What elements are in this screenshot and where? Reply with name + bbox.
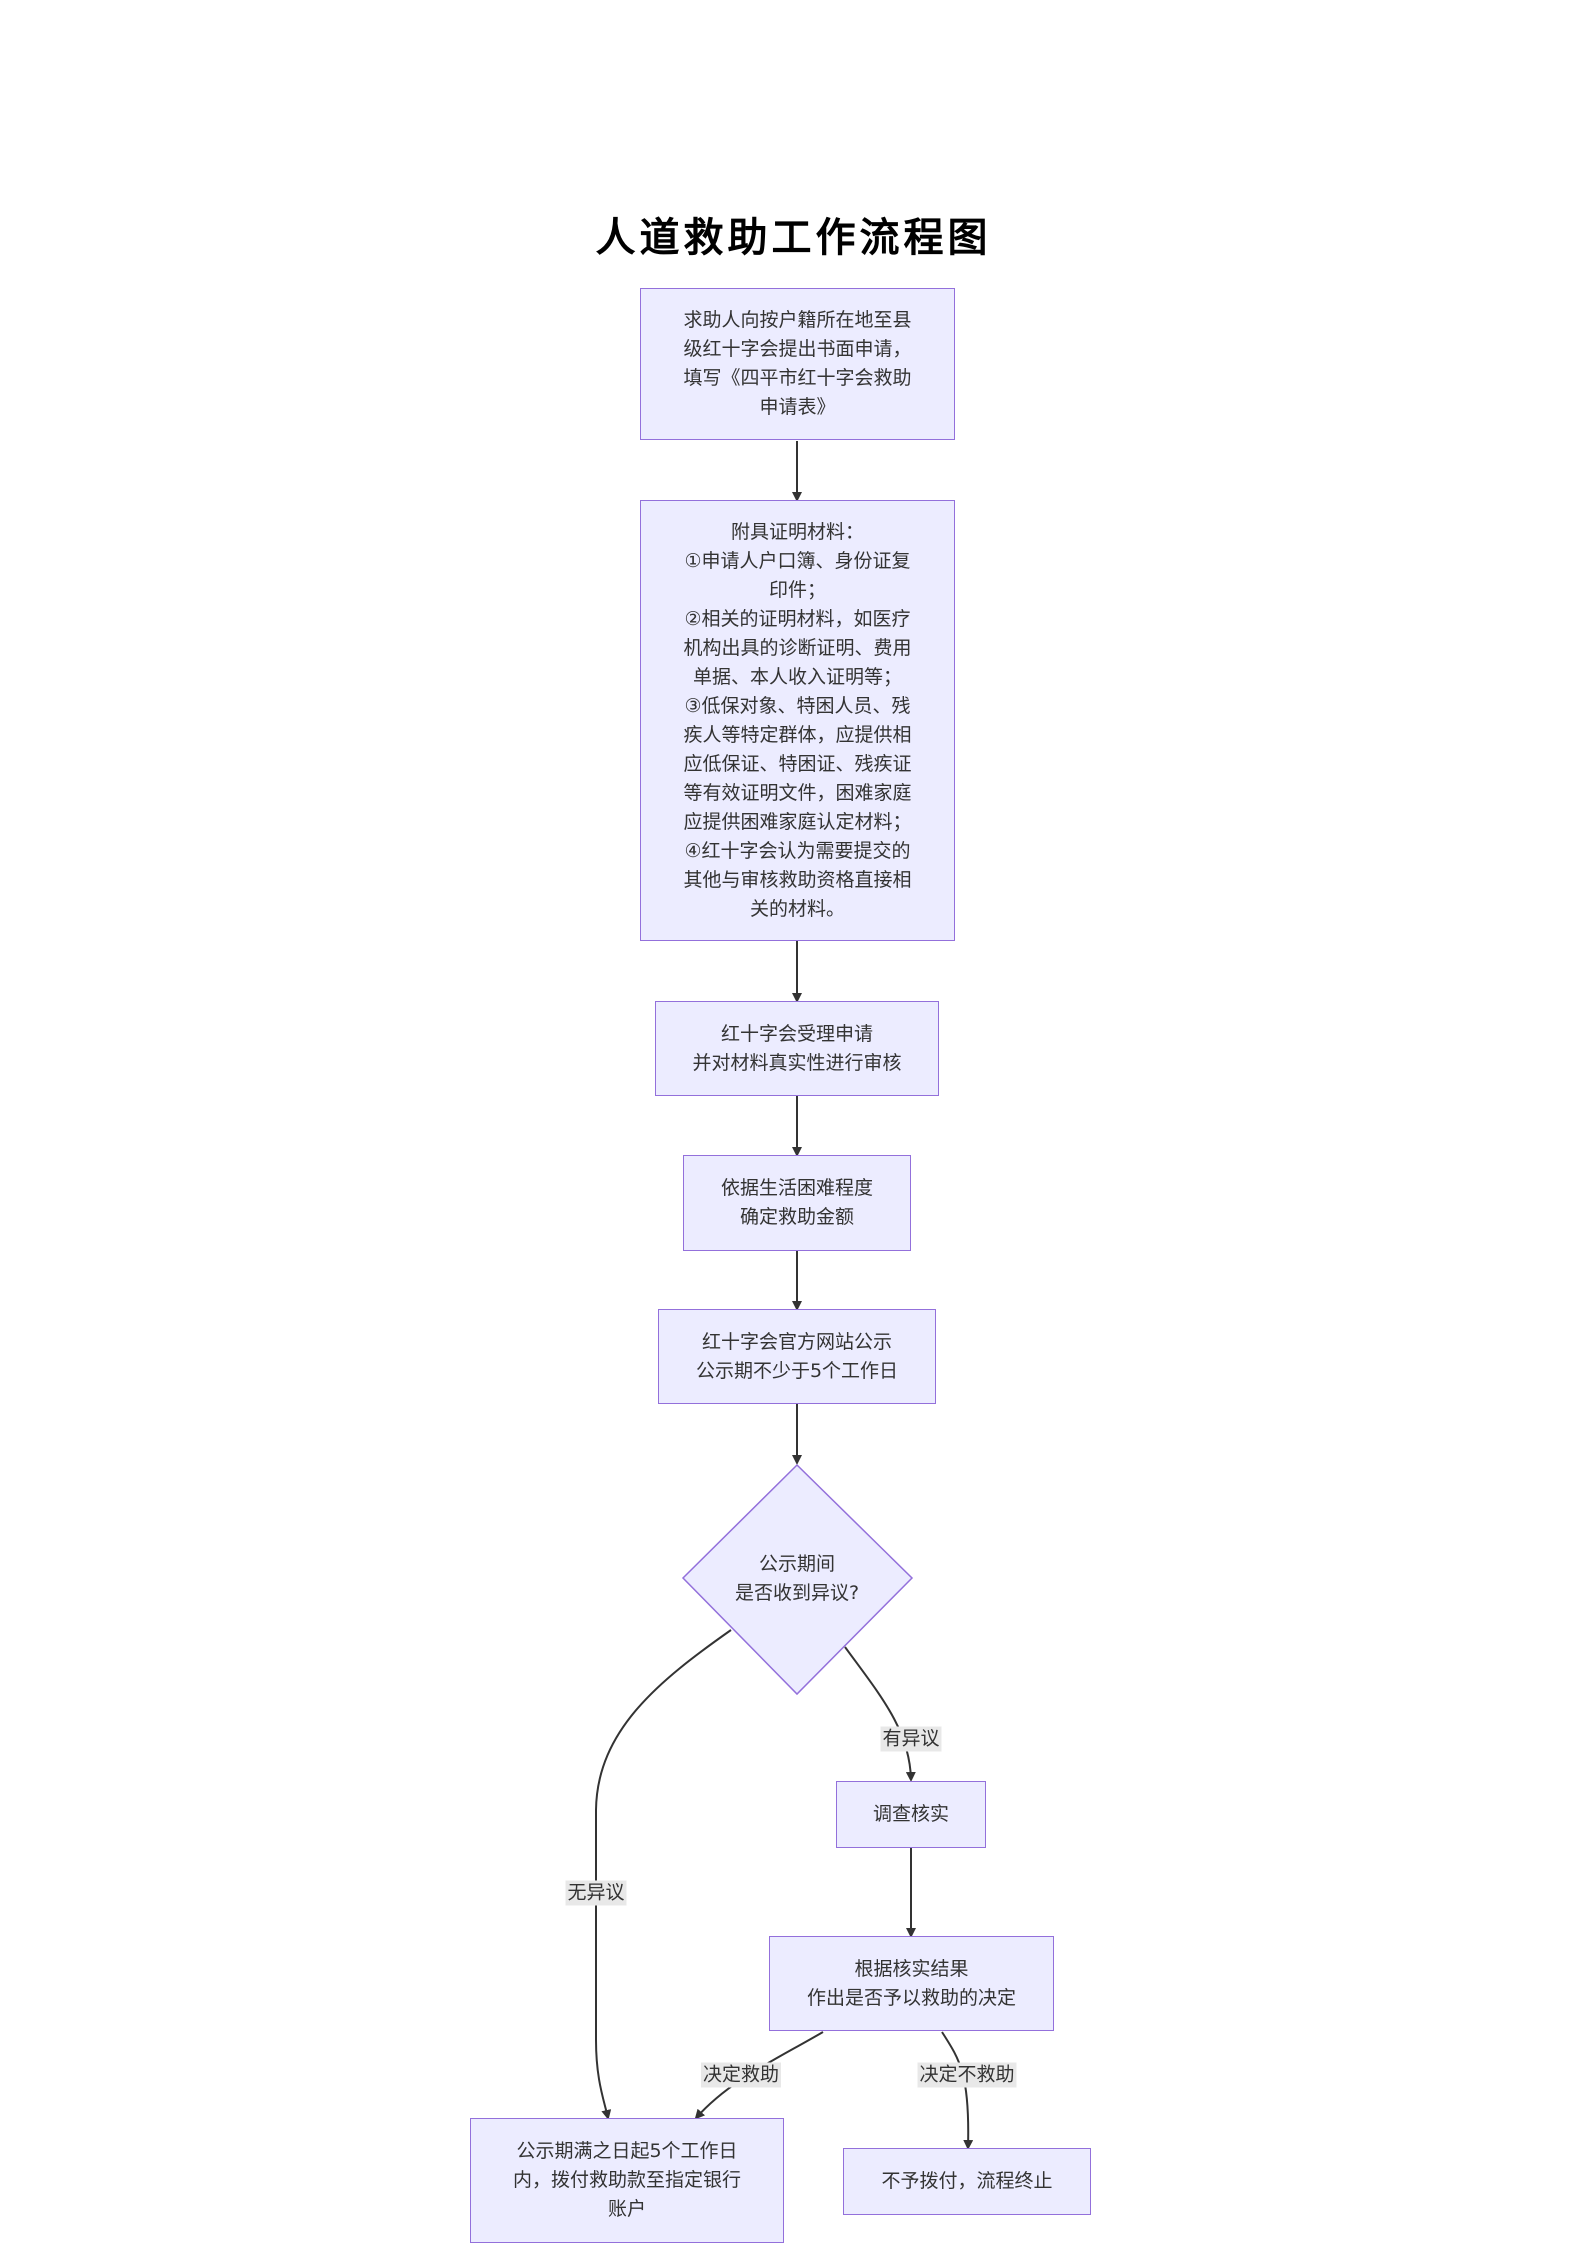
node-decide: 根据核实结果 作出是否予以救助的决定 [769, 1936, 1054, 2031]
node-accept: 红十字会受理申请 并对材料真实性进行审核 [655, 1001, 939, 1096]
diagram-title: 人道救助工作流程图 [595, 214, 992, 261]
edge-objection-investigate [844, 1646, 916, 1782]
edge-label-has-objection: 有异议 [880, 1726, 942, 1752]
decision-diamond [681, 1463, 914, 1696]
node-investigate: 调查核实 [836, 1781, 986, 1848]
node-terminate: 不予拨付，流程终止 [843, 2148, 1091, 2215]
edge-label-decide-aid: 决定救助 [700, 2062, 782, 2088]
node-publicize: 红十字会官方网站公示 公示期不少于5个工作日 [658, 1309, 936, 1404]
node-amount: 依据生活困难程度 确定救助金额 [683, 1155, 911, 1251]
edge-decide-terminate [941, 2031, 974, 2150]
decision-text: 公示期间 是否收到异议? [734, 1553, 860, 1604]
node-pay: 公示期满之日起5个工作日 内，拨付救助款至指定银行 账户 [470, 2118, 784, 2243]
edge-label-no-objection: 无异议 [565, 1880, 627, 1906]
edge-objection-pay [595, 1629, 732, 2120]
node-materials: 附具证明材料： ①申请人户口簿、身份证复 印件； ②相关的证明材料，如医疗 机构… [640, 500, 955, 941]
edge-label-decide-no-aid: 决定不救助 [917, 2062, 1017, 2088]
node-apply: 求助人向按户籍所在地至县 级红十字会提出书面申请， 填写《四平市红十字会救助 申… [640, 288, 955, 440]
